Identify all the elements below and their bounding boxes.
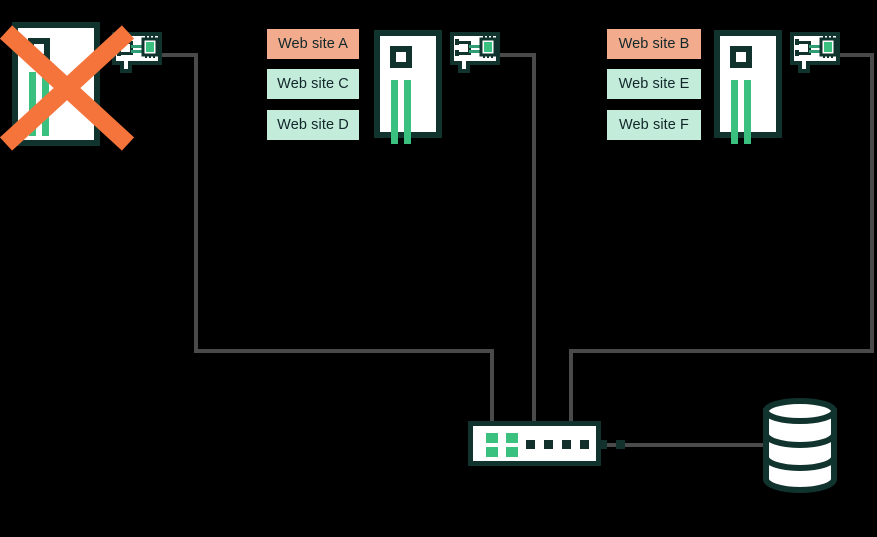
server-2	[374, 30, 442, 144]
link-switch-database	[600, 443, 765, 447]
switch-port-5	[598, 440, 607, 449]
server-2-drive-bar-2	[404, 80, 411, 144]
server-3-power-led	[730, 46, 752, 68]
server-failure-x-icon	[0, 18, 140, 158]
switch-port-6	[616, 440, 625, 449]
switch-led-3	[486, 447, 498, 457]
switch-port-4	[580, 440, 589, 449]
server-1-drive-bar-1	[29, 72, 36, 136]
link-nic2-seg-v1	[532, 53, 536, 421]
link-nic1-seg-v1	[194, 53, 198, 351]
link-nic1-seg-h1	[160, 53, 198, 57]
site-chip-e[interactable]: Web site E	[607, 69, 701, 99]
link-nic1-seg-v2	[490, 349, 494, 421]
server-3	[714, 30, 782, 144]
site-chip-b[interactable]: Web site B	[607, 29, 701, 59]
database-storage	[760, 397, 840, 498]
link-nic3-seg-h1	[838, 53, 874, 57]
server-2-power-led	[390, 46, 412, 68]
link-nic2-seg-h1	[498, 53, 536, 57]
link-nic3-seg-h2	[569, 349, 874, 353]
server-3-drive-bar-2	[744, 80, 751, 144]
switch-led-2	[506, 433, 518, 443]
nic-2	[450, 30, 502, 81]
switch-led-1	[486, 433, 498, 443]
switch-port-1	[526, 440, 535, 449]
site-chip-a[interactable]: Web site A	[267, 29, 359, 59]
site-chip-d[interactable]: Web site D	[267, 110, 359, 140]
switch-led-4	[506, 447, 518, 457]
server-3-drive-bar-1	[731, 80, 738, 144]
site-chip-f[interactable]: Web site F	[607, 110, 701, 140]
network-switch	[468, 421, 625, 466]
switch-port-2	[544, 440, 553, 449]
nic-3	[790, 30, 842, 81]
link-nic3-seg-v2	[569, 349, 573, 421]
server-2-drive-bar-1	[391, 80, 398, 144]
switch-port-3	[562, 440, 571, 449]
site-chip-c[interactable]: Web site C	[267, 69, 359, 99]
link-nic3-seg-v1	[870, 53, 874, 351]
link-nic1-seg-h2	[194, 349, 494, 353]
